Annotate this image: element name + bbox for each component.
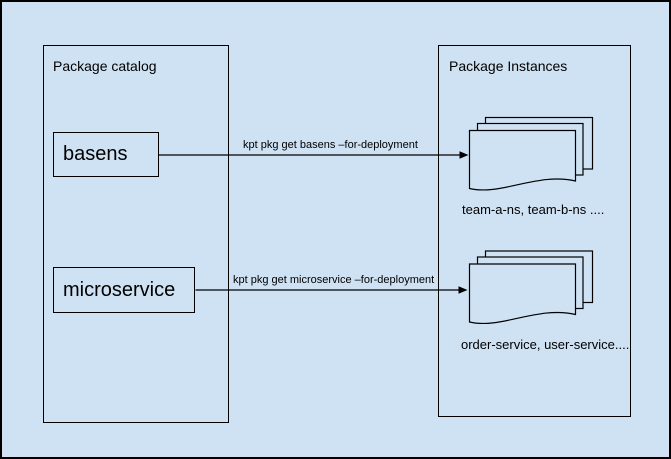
- caption-team-namespaces: team-a-ns, team-b-ns ....: [462, 202, 605, 217]
- basens-package-box: basens: [53, 132, 159, 177]
- command-label-microservice: kpt pkg get microservice –for-deployment: [233, 274, 435, 286]
- package-instances-panel: Package Instances: [438, 45, 631, 417]
- package-instances-title: Package Instances: [449, 58, 568, 74]
- arrowhead-icon: [458, 286, 468, 294]
- package-catalog-panel: Package catalog: [43, 45, 229, 423]
- microservice-package-label: microservice: [63, 278, 176, 301]
- caption-services: order-service, user-service....: [461, 337, 630, 352]
- page-front-document-shape: [468, 129, 577, 191]
- package-catalog-title: Package catalog: [53, 58, 157, 74]
- arrowhead-icon: [459, 151, 469, 159]
- arrow-microservice-to-instances: [195, 286, 468, 294]
- document-stack-team-namespaces: [468, 116, 594, 191]
- arrow-basens-to-instances: [159, 151, 469, 159]
- basens-package-label: basens: [63, 143, 128, 165]
- microservice-package-box: microservice: [53, 267, 195, 313]
- command-label-basens: kpt pkg get basens –for-deployment: [243, 139, 418, 151]
